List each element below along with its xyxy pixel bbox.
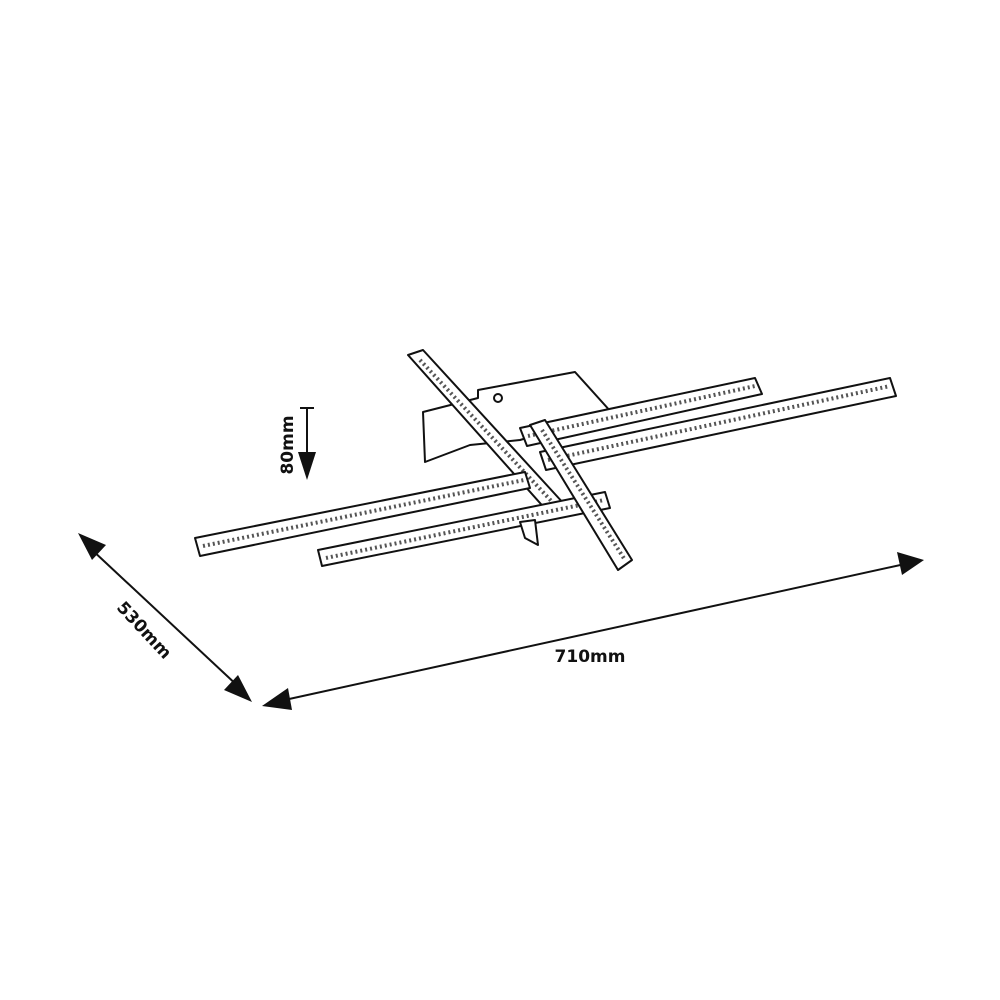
light-fixture bbox=[194, 349, 897, 571]
arrow-head-icon bbox=[224, 675, 252, 702]
arrow-head-icon bbox=[897, 552, 924, 575]
arrow-head-icon bbox=[78, 533, 106, 560]
arrow-down-icon bbox=[298, 452, 316, 480]
arrow-head-icon bbox=[262, 688, 292, 710]
width-dimension: 710mm bbox=[262, 552, 924, 710]
height-dimension: 80mm bbox=[278, 407, 316, 480]
height-label: 80mm bbox=[278, 415, 298, 474]
led-bar-right-long bbox=[539, 377, 897, 471]
depth-dimension: 530mm bbox=[78, 533, 252, 702]
bracket bbox=[519, 519, 539, 546]
mount-hole bbox=[493, 393, 503, 403]
width-label: 710mm bbox=[555, 647, 626, 667]
depth-label: 530mm bbox=[112, 598, 175, 664]
led-bar-left-long bbox=[194, 471, 531, 557]
